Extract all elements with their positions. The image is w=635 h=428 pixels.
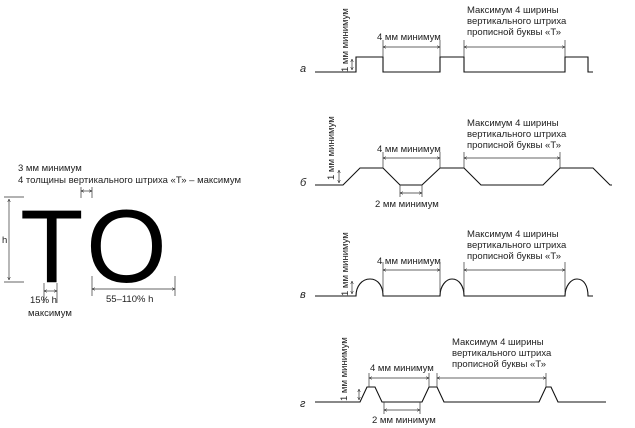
profile-line-v [315,278,593,297]
stem-width-qualifier: максимум [28,308,72,319]
panel-a-max-line2: вертикального штриха [467,16,567,27]
panel-b-vertical-label: 1 мм минимум [326,116,337,180]
o-width-label: 55–110% h [106,294,153,305]
panel-v-vertical-label: 1 мм минимум [340,232,351,296]
panel-v-letter: в [300,289,306,301]
panel-g-bottom-label: 2 мм минимум [372,415,436,426]
panel-v-max-line3: прописной буквы «Т» [467,251,561,262]
profile-panel-g: г 1 мм минимум 4 мм минимум 2 мм минимум… [300,337,606,426]
profile-line-g [315,386,606,403]
panel-g-letter: г [300,398,306,410]
panel-b-gap-label: 4 мм минимум [377,144,441,155]
panel-a-gap-label: 4 мм минимум [377,32,441,43]
profile-panel-b: б 1 мм минимум 4 мм минимум 2 мм минимум… [300,116,612,210]
panel-g-gap-label: 4 мм минимум [370,363,434,374]
panel-g-max-line3: прописной буквы «Т» [452,359,546,370]
panel-g-max-line1: Максимум 4 ширины [452,337,544,348]
profile-panel-v: в 1 мм минимум 4 мм минимум Максимум 4 ш… [300,229,593,301]
profile-panel-a: а 1 мм минимум 4 мм минимум Максимум 4 ш… [300,5,593,75]
profile-line-b [315,167,612,186]
panel-a-letter: а [300,63,306,75]
panel-b-bottom-label: 2 мм минимум [375,199,439,210]
panel-a-vertical-label: 1 мм минимум [340,8,351,72]
panel-b-max-line3: прописной буквы «Т» [467,140,561,151]
panel-b-letter: б [300,177,307,189]
panel-b-max-line1: Максимум 4 ширины [467,118,559,129]
panel-g-vertical-label: 1 мм минимум [339,337,350,401]
panel-v-gap-label: 4 мм минимум [377,256,441,267]
panel-v-max-line2: вертикального штриха [467,240,567,251]
panel-a-max-line1: Максимум 4 ширины [467,5,559,16]
letter-t: T [20,189,84,305]
panel-a-max-line3: прописной буквы «Т» [467,27,561,38]
height-label: h [2,235,7,246]
panel-b-max-line2: вертикального штриха [467,129,567,140]
letter-o: O [86,189,167,305]
profile-line-a [315,56,593,73]
panel-g-max-line2: вертикального штриха [452,348,552,359]
letter-sample-group: 3 мм минимум 4 толщины вертикального штр… [2,163,241,319]
letter-spacing-max-label: 4 толщины вертикального штриха «Т» – мак… [18,175,241,186]
letter-spacing-min-label: 3 мм минимум [18,163,82,174]
stem-width-label: 15% h [30,295,57,306]
panel-v-max-line1: Максимум 4 ширины [467,229,559,240]
